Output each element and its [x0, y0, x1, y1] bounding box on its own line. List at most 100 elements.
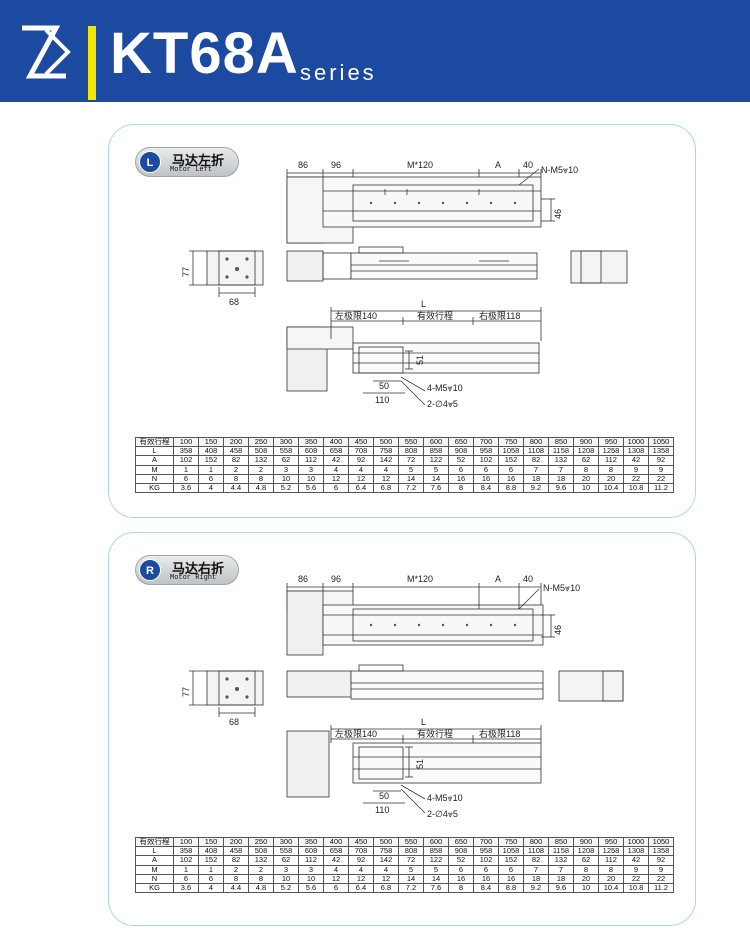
- right-limit-label: 右极限118: [479, 310, 520, 321]
- spec-cell: 10: [573, 482, 599, 494]
- kz-logo-icon: [22, 25, 71, 79]
- dim-a: A: [495, 160, 501, 170]
- spec-cell: 6: [473, 864, 499, 875]
- spec-cell: 8.8: [498, 482, 524, 494]
- spec-cell: 8: [598, 464, 624, 475]
- spec-cell: 132: [548, 455, 574, 466]
- dim-50: 50: [379, 791, 389, 801]
- spec-cell: A: [135, 855, 174, 866]
- dim-68: 68: [229, 717, 239, 727]
- spec-cell: 8.4: [473, 482, 499, 494]
- right-limit-label: 右极限118: [479, 728, 520, 739]
- spec-cell: 9: [648, 464, 674, 475]
- dim-110: 110: [375, 805, 389, 815]
- spec-cell: 152: [498, 455, 524, 466]
- spec-cell: 10: [573, 882, 599, 894]
- dim-51: 51: [415, 759, 425, 769]
- hole-4-m5: 4-M5⩔10: [427, 383, 463, 393]
- spec-cell: 2: [248, 464, 274, 475]
- spec-cell: 11.2: [648, 482, 674, 494]
- panel-motor-left: L 马达左折 Motor Left: [108, 124, 696, 518]
- spec-cell: 4.8: [248, 482, 274, 494]
- left-limit-label: 左极限140: [335, 728, 377, 739]
- dim-86: 86: [298, 574, 308, 584]
- spec-cell: 6.4: [348, 482, 374, 494]
- spec-cell: 6: [498, 864, 524, 875]
- spec-cell: 7.6: [423, 882, 449, 894]
- spec-cell: 4: [373, 864, 399, 875]
- dim-46: 46: [553, 209, 563, 219]
- spec-cell: 112: [298, 455, 324, 466]
- spec-cell: KG: [135, 482, 174, 494]
- spec-cell: 132: [548, 855, 574, 866]
- spec-cell: 92: [348, 455, 374, 466]
- spec-cell: 4: [198, 882, 224, 894]
- dim-n-m5: N-M5⩔10: [543, 583, 580, 593]
- spec-cell: 112: [298, 855, 324, 866]
- spec-cell: 3.6: [173, 482, 199, 494]
- spec-cell: M: [135, 864, 174, 875]
- spec-cell: 42: [623, 455, 649, 466]
- motor-right-drawing: 86 96 M*120 A 40 N-M5⩔10 46 77 68 L 左极限1…: [181, 574, 624, 819]
- spec-cell: 6: [323, 882, 349, 894]
- badge-title-en: Motor Left: [170, 166, 213, 174]
- spec-cell: 3.6: [173, 882, 199, 894]
- spec-cell: 4: [323, 864, 349, 875]
- spec-cell: 62: [573, 855, 599, 866]
- badge-title-en: Motor Right: [170, 574, 217, 582]
- spec-cell: 102: [473, 855, 499, 866]
- spec-cell: 42: [323, 855, 349, 866]
- spec-cell: 3: [273, 864, 299, 875]
- spec-cell: 11.2: [648, 882, 674, 894]
- page-header: KT68A series: [0, 0, 750, 102]
- product-title: KT68A: [110, 21, 299, 86]
- spec-cell: 142: [373, 455, 399, 466]
- spec-cell: 4: [348, 464, 374, 475]
- spec-cell: 7.2: [398, 882, 424, 894]
- spec-cell: 9.6: [548, 882, 574, 894]
- spec-cell: 9: [623, 464, 649, 475]
- spec-cell: 152: [498, 855, 524, 866]
- dim-77: 77: [181, 267, 191, 277]
- spec-cell: M: [135, 464, 174, 475]
- spec-cell: 10.4: [598, 882, 624, 894]
- spec-cell: 9.2: [523, 482, 549, 494]
- spec-cell: 4.4: [223, 882, 249, 894]
- spec-cell: 102: [173, 455, 199, 466]
- spec-cell: 92: [648, 455, 674, 466]
- spec-cell: 1: [198, 464, 224, 475]
- spec-cell: 5.6: [298, 482, 324, 494]
- dim-77: 77: [181, 687, 191, 697]
- spec-cell: 102: [173, 855, 199, 866]
- spec-cell: 92: [348, 855, 374, 866]
- spec-cell: 142: [373, 855, 399, 866]
- left-limit-label: 左极限140: [335, 310, 377, 321]
- spec-cell: 4: [323, 464, 349, 475]
- product-series: series: [300, 60, 377, 85]
- dim-m120: M*120: [407, 574, 433, 584]
- spec-cell: 82: [223, 855, 249, 866]
- spec-cell: 8: [573, 864, 599, 875]
- panel-motor-right: R 马达右折 Motor Right: [108, 532, 696, 926]
- header-accent-bar: [88, 26, 96, 100]
- spec-cell: 5: [423, 464, 449, 475]
- spec-cell: 5.2: [273, 482, 299, 494]
- spec-cell: 122: [423, 455, 449, 466]
- spec-cell: 82: [223, 455, 249, 466]
- spec-cell: 42: [323, 455, 349, 466]
- spec-cell: 1050: [648, 836, 674, 848]
- dim-46: 46: [553, 625, 563, 635]
- spec-cell: 2: [223, 864, 249, 875]
- dim-110: 110: [375, 395, 389, 405]
- hole-4-m5: 4-M5⩔10: [427, 793, 463, 803]
- dim-40: 40: [523, 574, 533, 584]
- spec-cell: 132: [248, 855, 274, 866]
- spec-cell: 122: [423, 855, 449, 866]
